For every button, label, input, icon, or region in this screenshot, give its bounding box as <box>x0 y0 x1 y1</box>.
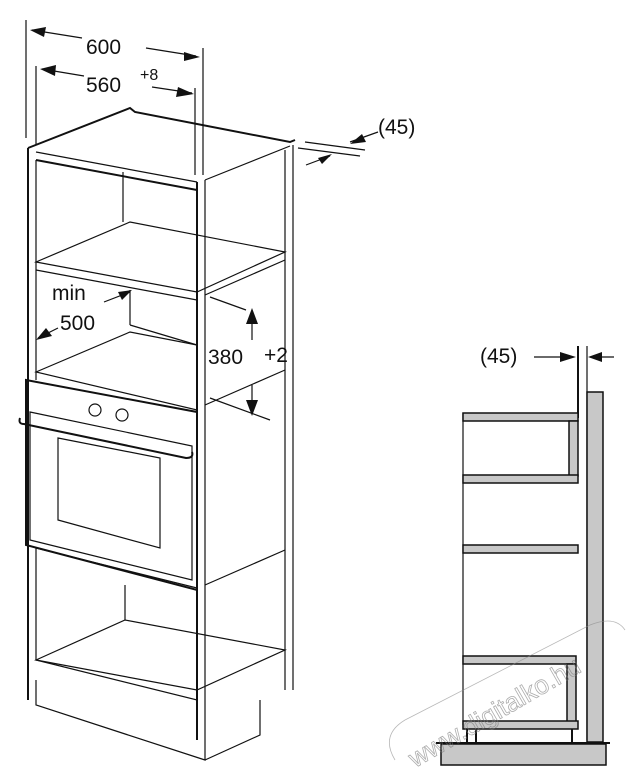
dimension-lines <box>25 20 379 421</box>
dim-560-tolerance: +8 <box>140 67 158 84</box>
dim-560: 560 <box>86 74 121 97</box>
dim-rear-gap-side: (45) <box>480 345 517 368</box>
side-section-view: (45) <box>436 345 614 766</box>
dim-600: 600 <box>86 36 121 59</box>
dim-min-depth: 500 <box>60 312 95 335</box>
dim-380-tolerance: +2 <box>264 344 288 367</box>
dim-380: 380 <box>208 346 243 369</box>
dim-min-label: min <box>52 282 86 305</box>
dim-rear-gap-top: (45) <box>378 116 415 139</box>
tall-cabinet <box>18 106 296 761</box>
